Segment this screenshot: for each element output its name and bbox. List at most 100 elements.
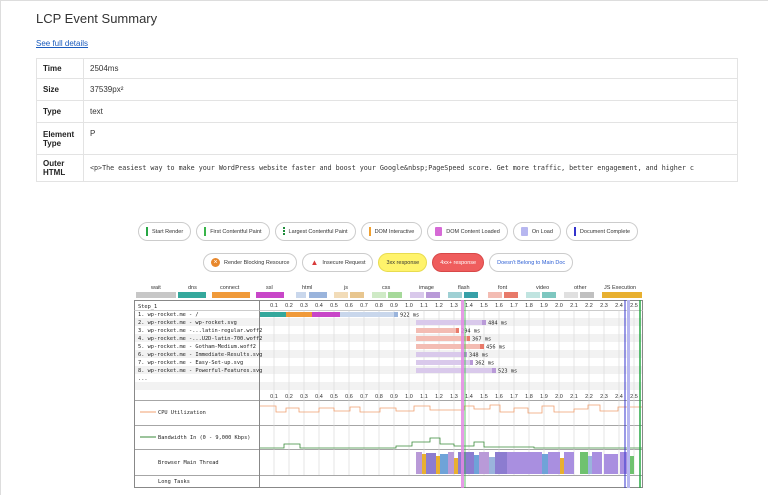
legend-on-load: On Load xyxy=(512,222,561,241)
row-key: Time xyxy=(36,58,84,79)
tick-label: 0.5 xyxy=(330,394,338,400)
tick-label: 0.2 xyxy=(285,394,293,400)
waterfall-chart: wait dns connect ssl html js css image f… xyxy=(134,282,643,488)
legend-label: DOM Content Loaded xyxy=(446,228,500,235)
bar-font-download xyxy=(456,328,459,333)
tick-label: 0.1 xyxy=(270,394,278,400)
legend-label: Largest Contentful Paint xyxy=(288,228,348,235)
svg-text:flash: flash xyxy=(458,285,470,291)
bandwidth-line xyxy=(260,437,642,449)
row-key: Size xyxy=(36,78,84,101)
timing-type-wait: wait xyxy=(136,285,176,298)
tick-label: 1.0 xyxy=(405,303,413,309)
bandwidth-legend: Bandwidth In (0 - 9,000 Kbps) xyxy=(140,435,250,441)
tick-label: 0.8 xyxy=(375,303,383,309)
bar-font-download xyxy=(480,344,484,349)
tick-label: 1.6 xyxy=(495,303,503,309)
timing-type-ssl: ssl xyxy=(256,285,284,298)
bandwidth-label: Bandwidth In (0 - 9,000 Kbps) xyxy=(158,435,250,441)
timing-type-css: css xyxy=(372,285,402,298)
request-label: 1. wp-rocket.me - / xyxy=(138,312,199,318)
table-row: Outer HTML <p>The easiest way to make yo… xyxy=(36,154,738,182)
tick-label: 2.0 xyxy=(555,394,563,400)
cpu-legend: CPU Utilization xyxy=(140,410,206,416)
request-time: 348 ms xyxy=(469,353,488,359)
milestone-lines xyxy=(461,300,641,488)
tick-label: 2.3 xyxy=(600,303,608,309)
dom-content-loaded-marker xyxy=(461,300,464,488)
timing-type-video: video xyxy=(526,285,556,298)
tick-label: 1.4 xyxy=(465,394,473,400)
bar-image-download xyxy=(482,320,486,325)
legend-label: Start Render xyxy=(152,228,184,235)
svg-text:ssl: ssl xyxy=(266,285,273,291)
cpu-utilization-line xyxy=(260,404,642,414)
line-swatch-icon xyxy=(146,227,148,236)
legend-document-complete: Document Complete xyxy=(565,222,639,241)
row-key: Element Type xyxy=(36,122,84,155)
row-value: P xyxy=(83,122,738,155)
legend-4xx-response: 4xx+ response xyxy=(432,253,485,272)
table-row: Size 37539px² xyxy=(36,78,738,101)
legend-label: DOM Interactive xyxy=(374,228,415,235)
svg-text:html: html xyxy=(302,285,312,291)
tick-label: 1.8 xyxy=(525,303,533,309)
legend-start-render: Start Render xyxy=(138,222,192,241)
tick-label: 1.3 xyxy=(450,394,458,400)
bar-image-download xyxy=(464,352,467,357)
svg-text:other: other xyxy=(574,285,587,291)
bar-connect xyxy=(286,312,312,317)
request-legend: ×Render Blocking Resource ▲Insecure Requ… xyxy=(203,253,574,272)
tick-label: 1.1 xyxy=(420,303,428,309)
request-labels: Step_1 1. wp-rocket.me - / 2. wp-rocket.… xyxy=(138,304,262,382)
row-value: text xyxy=(83,100,738,123)
bar-font-wait xyxy=(416,328,456,333)
tick-label: 0.5 xyxy=(330,303,338,309)
bar-image-download xyxy=(492,368,496,373)
legend-label: Document Complete xyxy=(579,228,631,235)
legend-3xx-response: 3xx response xyxy=(378,253,428,272)
bar-font-wait xyxy=(416,336,467,341)
tick-label: 2.4 xyxy=(615,303,623,309)
page-title: LCP Event Summary xyxy=(36,11,158,26)
legend-render-blocking: ×Render Blocking Resource xyxy=(203,253,298,272)
block-swatch-icon xyxy=(520,227,528,236)
bar-dns xyxy=(260,312,286,317)
tick-label: 2.0 xyxy=(555,303,563,309)
request-time: 922 ms xyxy=(400,313,419,319)
line-swatch-icon xyxy=(573,227,576,236)
svg-text:js: js xyxy=(343,285,348,291)
table-row: Element Type P xyxy=(36,122,738,155)
request-time: 523 ms xyxy=(498,369,517,375)
table-row: Type text xyxy=(36,100,738,123)
timing-type-js: js xyxy=(334,285,364,298)
legend-label: 3xx response xyxy=(386,259,420,266)
tick-label: 2.1 xyxy=(570,394,578,400)
tick-label: 2.2 xyxy=(585,394,593,400)
request-time: 456 ms xyxy=(486,345,505,351)
bar-image-wait xyxy=(416,352,464,357)
legend-insecure-request: ▲Insecure Request xyxy=(302,253,374,272)
tick-label: 0.3 xyxy=(300,303,308,309)
tick-label: 0.7 xyxy=(360,303,368,309)
legend-first-contentful-paint: First Contentful Paint xyxy=(196,222,270,241)
bar-image-wait xyxy=(416,368,492,373)
tick-label: 0.4 xyxy=(315,394,323,400)
timing-type-legend: wait dns connect ssl html js css image f… xyxy=(136,285,642,298)
tick-label: 1.7 xyxy=(510,394,518,400)
timing-type-html: html xyxy=(296,285,327,298)
see-full-details-link[interactable]: See full details xyxy=(36,39,89,48)
row-value: 2504ms xyxy=(83,58,738,79)
request-label: 5. wp-rocket.me - Gotham-Medium.woff2 xyxy=(138,344,256,350)
tick-label: 1.4 xyxy=(465,303,473,309)
request-label: 4. wp-rocket.me -...U2D-latin-700.woff2 xyxy=(138,336,262,342)
svg-text:video: video xyxy=(536,285,549,291)
legend-label: 4xx+ response xyxy=(440,259,477,266)
tick-label: 2.5 xyxy=(630,394,638,400)
bar-html-wait xyxy=(340,312,394,317)
bar-image-wait xyxy=(416,320,482,325)
legend-largest-contentful-paint: Largest Contentful Paint xyxy=(274,222,356,241)
main-thread-label: Browser Main Thread xyxy=(158,460,219,466)
